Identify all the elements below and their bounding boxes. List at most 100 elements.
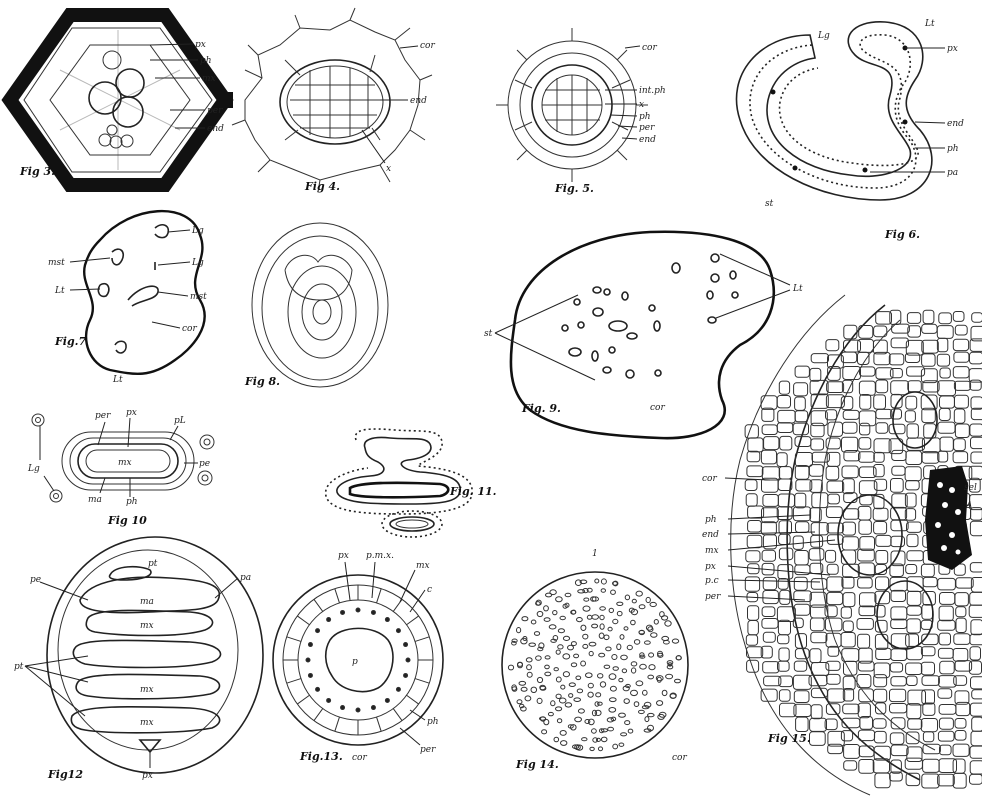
fig14-cell — [625, 595, 629, 600]
fig15-cell — [745, 577, 759, 591]
fig14-cell — [568, 645, 574, 650]
fig15-cell — [858, 506, 871, 520]
fig14-cell — [522, 617, 528, 621]
fig14-cell — [662, 690, 667, 695]
fig15-cell — [923, 732, 933, 742]
fig15-cell — [874, 395, 886, 409]
fig14-cell — [662, 636, 669, 640]
fig15-cell — [796, 717, 809, 731]
fig15-cell — [906, 396, 917, 409]
fig13-spoke — [287, 637, 301, 642]
fig15-cell — [842, 537, 858, 550]
fig15-cell — [762, 408, 774, 421]
fig15-cell — [874, 439, 891, 453]
fig13-bundle-dot — [406, 658, 410, 662]
fig14-cell — [556, 597, 563, 602]
fig14-cell — [549, 625, 556, 629]
fig15-cell — [794, 691, 809, 703]
fig14-cell — [569, 683, 575, 687]
fig14-cell — [557, 719, 561, 723]
fig14-cell — [592, 615, 599, 620]
fig14-cell — [574, 698, 581, 702]
fig13-bundle-dot — [341, 610, 345, 614]
fig7-label-lg-2: Lg — [191, 258, 204, 268]
fig14-cell — [574, 654, 579, 658]
fig4-label-end: end — [410, 96, 427, 106]
fig14-cell — [553, 611, 557, 615]
fig14-cell — [649, 665, 655, 670]
fig15-cell — [890, 733, 904, 745]
fig15-cell — [826, 507, 842, 518]
fig14-cell — [575, 717, 582, 722]
fig15-cell — [953, 773, 966, 788]
fig13-bundle-dot — [385, 618, 389, 622]
fig13-bundle-dot — [356, 708, 360, 712]
fig15-cell — [890, 369, 902, 378]
fig15-cell — [923, 577, 937, 586]
fig15-cell — [763, 662, 779, 673]
fig15-cell — [778, 620, 790, 634]
fig15-cell — [748, 606, 759, 621]
fig15-cell — [876, 409, 892, 418]
fig13-spoke — [415, 637, 429, 642]
fig10-label-ma: ma — [88, 495, 102, 505]
fig14-cell — [577, 618, 583, 622]
fig12-label-px: px — [142, 771, 153, 781]
fig15-cell — [873, 719, 886, 728]
fig14-cell — [608, 727, 614, 731]
fig15-cell — [891, 649, 907, 661]
fig15-cell — [940, 661, 955, 674]
fig15-cell — [922, 690, 935, 704]
fig6-label-end: end — [947, 119, 964, 129]
fig15-cell — [747, 535, 762, 548]
fig6-caption: Fig 6. — [884, 228, 920, 241]
fig15-cell — [842, 649, 859, 662]
fig15-cell — [955, 325, 967, 335]
fig15-cell — [795, 411, 808, 422]
fig15-cell — [860, 593, 876, 607]
fig15-cell — [905, 411, 915, 422]
fig15-cell — [777, 507, 792, 520]
fig14-cell — [609, 674, 616, 680]
fig14-cell — [611, 590, 616, 594]
fig10-label-ph: ph — [126, 497, 138, 507]
fig14-cell — [588, 692, 593, 697]
fig15-cell — [970, 352, 982, 364]
fig13-label-px: px — [338, 551, 349, 561]
fig10-label-pe: pe — [199, 459, 210, 469]
fig14-cell — [640, 664, 647, 669]
fig15-label-mx: mx — [705, 546, 719, 556]
fig15-cell — [779, 381, 789, 394]
fig14-cell — [621, 655, 628, 660]
fig14-cell — [648, 713, 655, 716]
fig14-cell — [561, 685, 565, 689]
fig14-cell — [556, 677, 561, 682]
fig14-cell — [600, 624, 604, 629]
fig15-cell — [939, 606, 953, 621]
fig15-cell — [841, 633, 855, 648]
fig15-cell — [828, 689, 845, 702]
fig14-cell — [634, 640, 639, 645]
fig13-spoke — [297, 616, 309, 625]
fig14-cell — [565, 703, 571, 707]
fig15-cell — [907, 534, 918, 546]
figure-12: pt pe pa ma mx pt mx mx px Fig12 — [14, 537, 263, 781]
fig15-cell — [778, 635, 789, 644]
fig3-caption: Fig 3. — [19, 165, 55, 178]
fig15-cell — [971, 620, 982, 635]
fig15-cell — [891, 677, 906, 686]
fig14-cell — [598, 674, 603, 678]
fig14-cell — [636, 681, 643, 686]
fig15-cell — [748, 438, 763, 452]
fig15-cell — [874, 689, 887, 702]
fig4-caption: Fig 4. — [304, 180, 340, 193]
fig12-label-pe: pe — [30, 575, 41, 585]
fig15-cell — [844, 325, 857, 339]
figure-8: Fig 8. — [244, 223, 388, 388]
fig15-label-px: px — [705, 562, 716, 572]
fig6-label-pa: pa — [947, 168, 958, 178]
fig14-cell — [654, 620, 658, 625]
fig14-cell — [598, 747, 602, 751]
fig15-cell — [907, 704, 921, 719]
